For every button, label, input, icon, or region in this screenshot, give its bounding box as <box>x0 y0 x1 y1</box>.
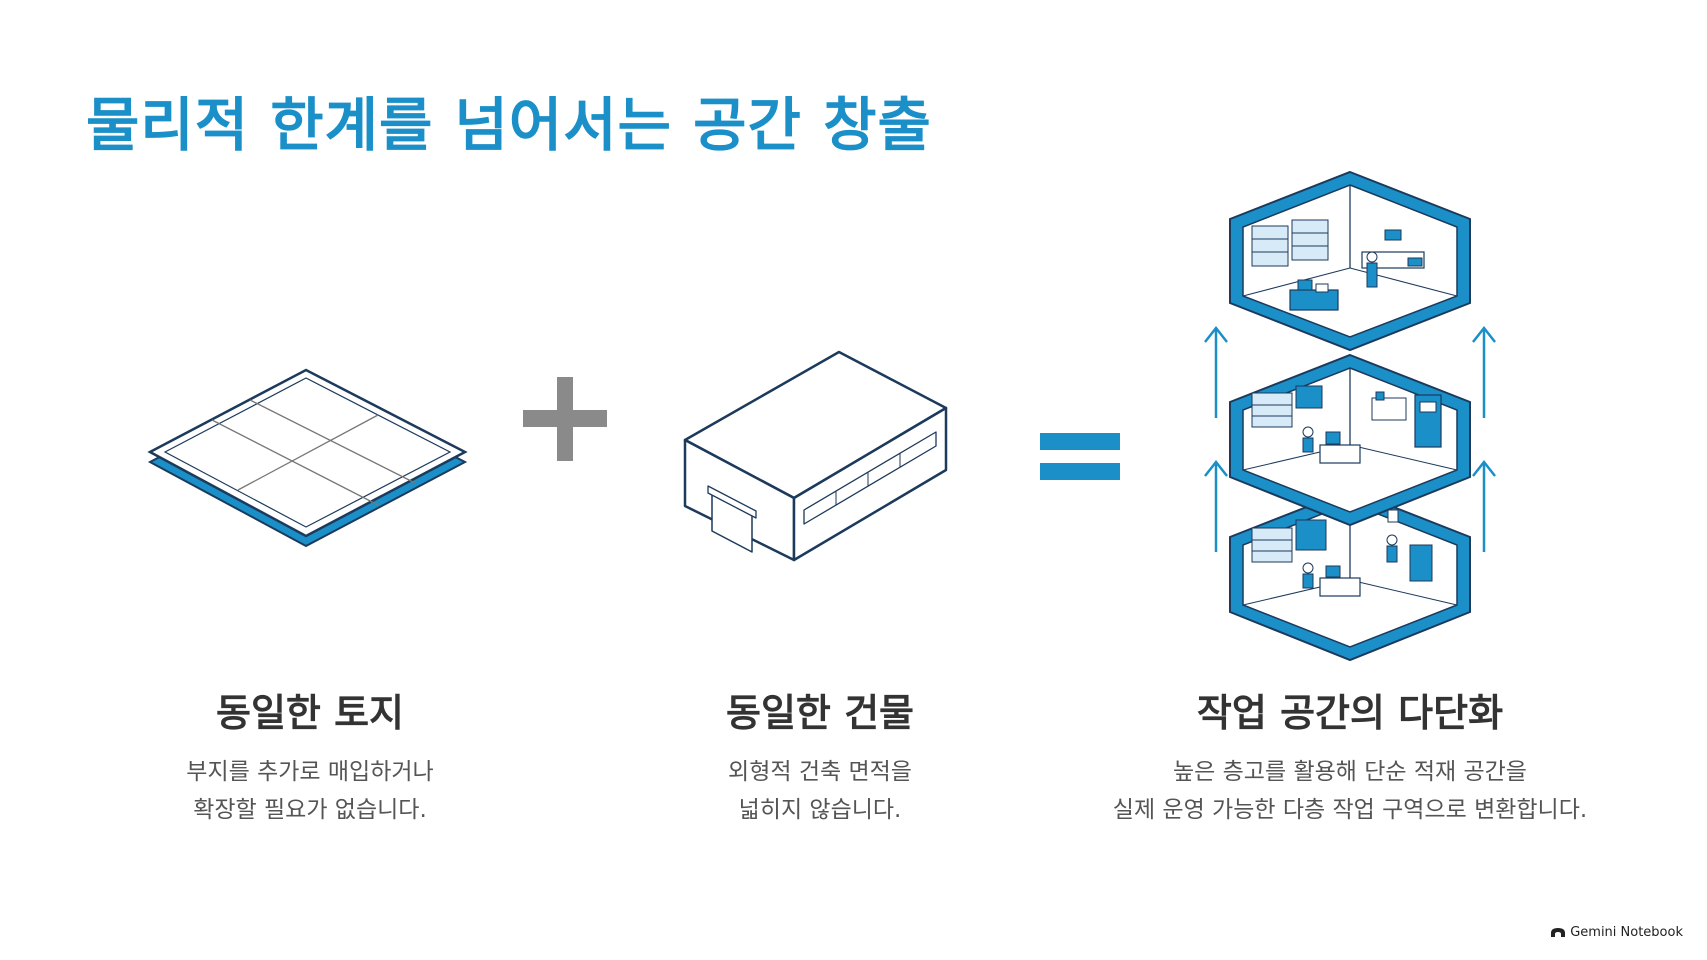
column-description: 높은 층고를 활용해 단순 적재 공간을 실제 운영 가능한 다층 작업 구역으… <box>1080 753 1620 829</box>
plus-sign-icon <box>523 377 607 461</box>
land-plot-illustration <box>147 368 468 548</box>
description-line: 높은 층고를 활용해 단순 적재 공간을 <box>1173 759 1527 785</box>
warehouse-building-illustration <box>683 350 948 562</box>
description-line: 외형적 건축 면적을 <box>728 759 912 785</box>
column-same-land: 동일한 토지 부지를 추가로 매입하거나 확장할 필요가 없습니다. <box>160 682 460 829</box>
column-multi-level-workspace: 작업 공간의 다단화 높은 층고를 활용해 단순 적재 공간을 실제 운영 가능… <box>1080 682 1620 829</box>
equals-sign-icon <box>1040 433 1120 480</box>
column-description: 외형적 건축 면적을 넓히지 않습니다. <box>670 753 970 829</box>
left-up-arrows <box>1204 325 1228 552</box>
column-title: 작업 공간의 다단화 <box>1196 691 1504 735</box>
floor-bottom <box>1229 488 1471 662</box>
floor-middle <box>1229 353 1471 527</box>
column-same-building: 동일한 건물 외형적 건축 면적을 넓히지 않습니다. <box>670 682 970 829</box>
description-line: 넓히지 않습니다. <box>738 797 902 823</box>
right-up-arrows <box>1472 325 1496 552</box>
floor-top <box>1229 170 1471 352</box>
column-title: 동일한 건물 <box>725 691 915 735</box>
brand-label: Gemini Notebook <box>1570 925 1683 940</box>
description-line: 실제 운영 가능한 다층 작업 구역으로 변환합니다. <box>1112 797 1588 823</box>
description-line: 확장할 필요가 없습니다. <box>193 797 427 823</box>
notebook-logo-icon <box>1551 928 1566 937</box>
column-description: 부지를 추가로 매입하거나 확장할 필요가 없습니다. <box>160 753 460 829</box>
slide-title: 물리적 한계를 넘어서는 공간 창출 <box>86 91 932 159</box>
multi-level-workspace-illustration <box>1229 170 1471 662</box>
description-line: 부지를 추가로 매입하거나 <box>186 759 434 785</box>
column-title: 동일한 토지 <box>215 691 405 735</box>
brand-watermark: Gemini Notebook <box>1551 925 1683 940</box>
